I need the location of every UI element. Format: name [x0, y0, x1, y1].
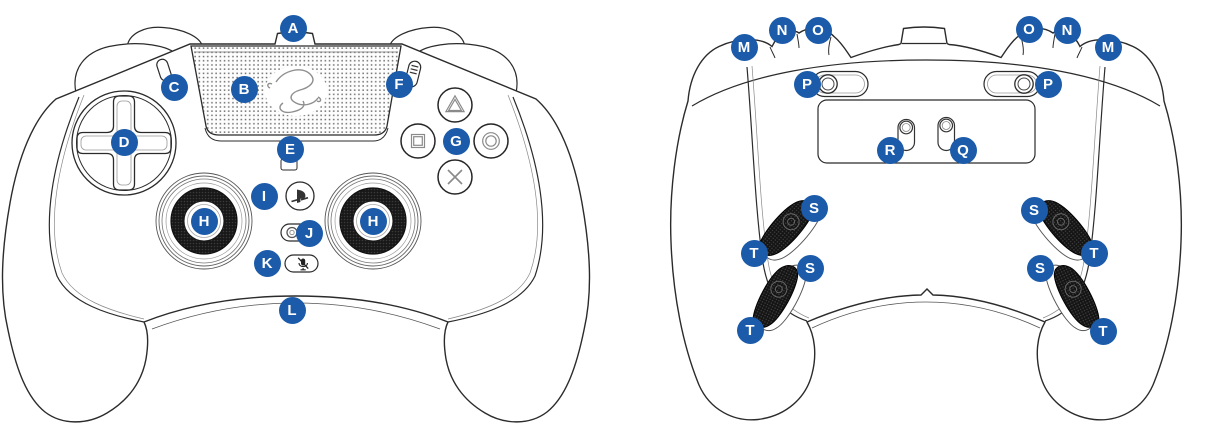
callout-e-front-4: E [276, 135, 304, 163]
callout-j-front-10: J [295, 219, 323, 247]
callout-i-front-9: I [250, 182, 278, 210]
callout-p-back-20: P [1034, 70, 1062, 98]
callout-s-back-25: S [796, 254, 824, 282]
callout-t-back-26: T [736, 316, 764, 344]
cross-button [437, 159, 473, 195]
trigger-stop-slider-right [983, 70, 1041, 98]
callout-t-back-24: T [740, 239, 768, 267]
front-right-seam-inner [447, 94, 538, 320]
microphone-mute-icon [297, 257, 309, 271]
callout-l-front-12: L [278, 296, 306, 324]
triangle-icon [444, 94, 466, 113]
bumper-trigger-separators [769, 33, 1083, 59]
back-button-right [937, 116, 956, 152]
callout-t-back-28: T [1080, 239, 1108, 267]
back-top-edge [691, 59, 1161, 107]
callout-q-back-22: Q [949, 136, 977, 164]
touchpad [190, 45, 402, 142]
callout-f-front-5: F [385, 70, 413, 98]
callout-s-back-23: S [800, 194, 828, 222]
back-body-outline [669, 26, 1183, 421]
callout-o-back-17: O [1015, 15, 1043, 43]
callout-t-back-30: T [1089, 317, 1117, 345]
callout-s-back-29: S [1026, 254, 1054, 282]
callout-h-front-7: H [190, 207, 218, 235]
callout-p-back-16: P [793, 70, 821, 98]
callout-s-back-27: S [1020, 196, 1048, 224]
callout-c-front-2: C [160, 73, 188, 101]
razer-logo-icon [265, 66, 327, 116]
callout-b-front-1: B [230, 75, 258, 103]
triangle-button [437, 87, 473, 123]
back-paddle-bottom-right [1045, 264, 1100, 332]
front-left-seam-inner [54, 94, 145, 320]
menu-lines-icon [409, 64, 419, 75]
callout-r-back-21: R [876, 136, 904, 164]
front-left-seam [48, 96, 145, 323]
circle-icon [482, 132, 500, 150]
back-panel [817, 99, 1036, 164]
back-bottom-seam [811, 301, 1041, 329]
callout-d-front-3: D [110, 128, 138, 156]
front-right-seam [447, 96, 544, 323]
callout-o-back-15: O [804, 16, 832, 44]
ps-button [285, 181, 315, 211]
callout-k-front-11: K [253, 249, 281, 277]
callout-m-back-19: M [1094, 33, 1122, 61]
left-trigger [126, 26, 203, 49]
mute-button [284, 254, 319, 273]
callout-m-back-13: M [730, 33, 758, 61]
face-buttons [400, 87, 509, 195]
callout-h-front-8: H [359, 207, 387, 235]
circle-button [473, 123, 509, 159]
callout-n-back-18: N [1053, 16, 1081, 44]
callout-a-front-0: A [279, 14, 307, 42]
callout-g-front-6: G [442, 127, 470, 155]
callout-n-back-14: N [768, 16, 796, 44]
cross-icon [447, 169, 463, 185]
ps-logo-icon [291, 189, 309, 203]
square-icon [410, 133, 426, 149]
square-button [400, 123, 436, 159]
right-trigger [389, 26, 466, 49]
back-view [669, 26, 1183, 421]
